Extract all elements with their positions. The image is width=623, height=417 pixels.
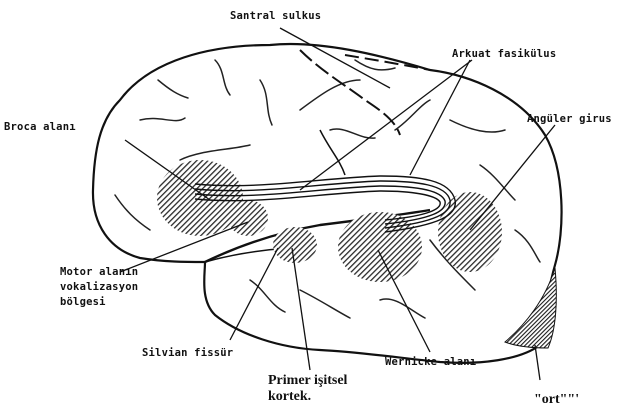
label-motor-line-3: bölgesi (60, 296, 106, 309)
occipital-shading (505, 268, 556, 348)
label-motor-line-1: Motor alanın (60, 266, 138, 279)
primary-auditory-area (273, 227, 317, 263)
label-ort: "ort""' (534, 392, 579, 407)
angular-gyrus-area (438, 192, 502, 272)
label-broca-alani: Broca alanı (4, 121, 76, 134)
label-santral-sulkus: Santral sulkus (230, 10, 321, 23)
label-motor-line-2: vokalizasyon (60, 281, 138, 294)
wernicke-area (338, 212, 422, 282)
label-arkuat-fasikulus: Arkuat fasikülus (452, 48, 556, 61)
label-primer-line-2: kortek. (268, 389, 311, 404)
label-wernicke-alani: Wernicke alanı (385, 356, 476, 369)
label-primer-line-1: Primer işitsel (268, 373, 347, 388)
label-silvian-fissur: Silvian fissür (142, 347, 233, 360)
label-anguler-girus: Angüler girus (527, 113, 612, 126)
motor-vocalization-area (228, 200, 268, 236)
